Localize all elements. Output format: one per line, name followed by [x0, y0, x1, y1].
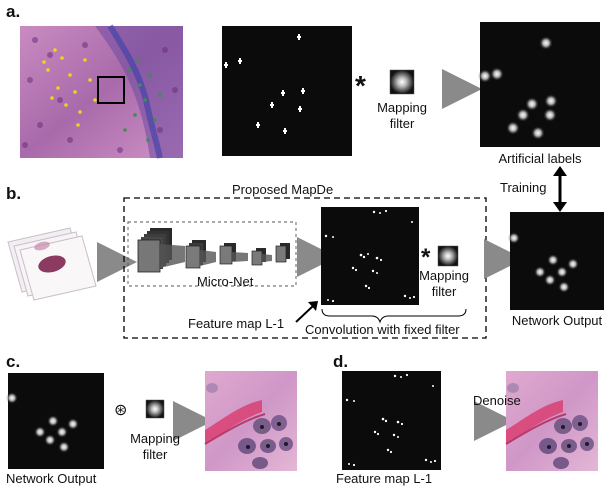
feature-map-arrow-diagonal-icon: [295, 301, 318, 323]
panel-b-mapping-filter-line2: filter: [431, 284, 457, 299]
training-label: Training: [500, 180, 547, 195]
panel-a-mapping-filter-icon: [389, 69, 415, 95]
micro-net-box: [127, 221, 297, 287]
panel-a-mapping-filter-line1: Mapping: [377, 100, 427, 115]
panel-c-mapping-filter-line1: Mapping: [130, 431, 180, 446]
panel-c-he-image: [204, 371, 297, 471]
stacked-slides-icon: [7, 227, 97, 301]
panel-b-feature-map-image: [321, 207, 419, 305]
micro-net-label: Micro-Net: [197, 274, 254, 289]
convolution-brace: [321, 308, 467, 324]
panel-b-label: b.: [6, 184, 22, 203]
panel-a-label: a.: [6, 2, 21, 21]
training-arrow-up-down-icon: [553, 166, 567, 212]
panel-a-histology-image: [20, 24, 183, 159]
panel-b-mapping-filter-icon: [437, 245, 459, 267]
panel-a-point-map: [222, 26, 352, 156]
panel-d-label: d.: [333, 352, 349, 371]
panel-c-network-output-caption: Network Output: [6, 471, 97, 486]
convolution-caption: Convolution with fixed filter: [305, 322, 460, 337]
panel-b-convolution-symbol: *: [421, 244, 431, 271]
panel-a-mapping-filter-label: Mapping filter: [362, 100, 442, 132]
panel-a-mapping-filter-line2: filter: [389, 116, 415, 131]
panel-b-network-output-image: [508, 212, 604, 310]
denoise-label: Denoise: [473, 393, 521, 408]
panel-c-network-output-image: [6, 373, 104, 469]
artificial-labels-caption: Artificial labels: [498, 151, 582, 166]
panel-a-convolution-symbol: *: [355, 70, 366, 101]
micro-net-layers: [137, 228, 290, 273]
panel-b-feature-map-label: Feature map L-1: [188, 316, 285, 331]
panel-d-feature-map-image: [342, 371, 441, 470]
panel-b-mapping-filter-label: Mapping filter: [412, 268, 476, 300]
panel-d-feature-map-caption: Feature map L-1: [336, 471, 433, 486]
proposed-mapde-title: Proposed MapDe: [232, 182, 334, 197]
panel-c-label: c.: [6, 352, 21, 371]
panel-b-network-output-caption: Network Output: [511, 313, 603, 328]
panel-d-he-image: [505, 371, 598, 471]
panel-c-mapping-filter-line2: filter: [142, 447, 168, 462]
panel-a-artificial-labels-image: [478, 22, 600, 147]
panel-c-deconvolution-symbol: ⊛: [114, 400, 128, 419]
panel-b-mapping-filter-line1: Mapping: [419, 268, 469, 283]
panel-c-mapping-filter-icon: [145, 399, 165, 419]
panel-c-mapping-filter-label: Mapping filter: [120, 431, 190, 463]
